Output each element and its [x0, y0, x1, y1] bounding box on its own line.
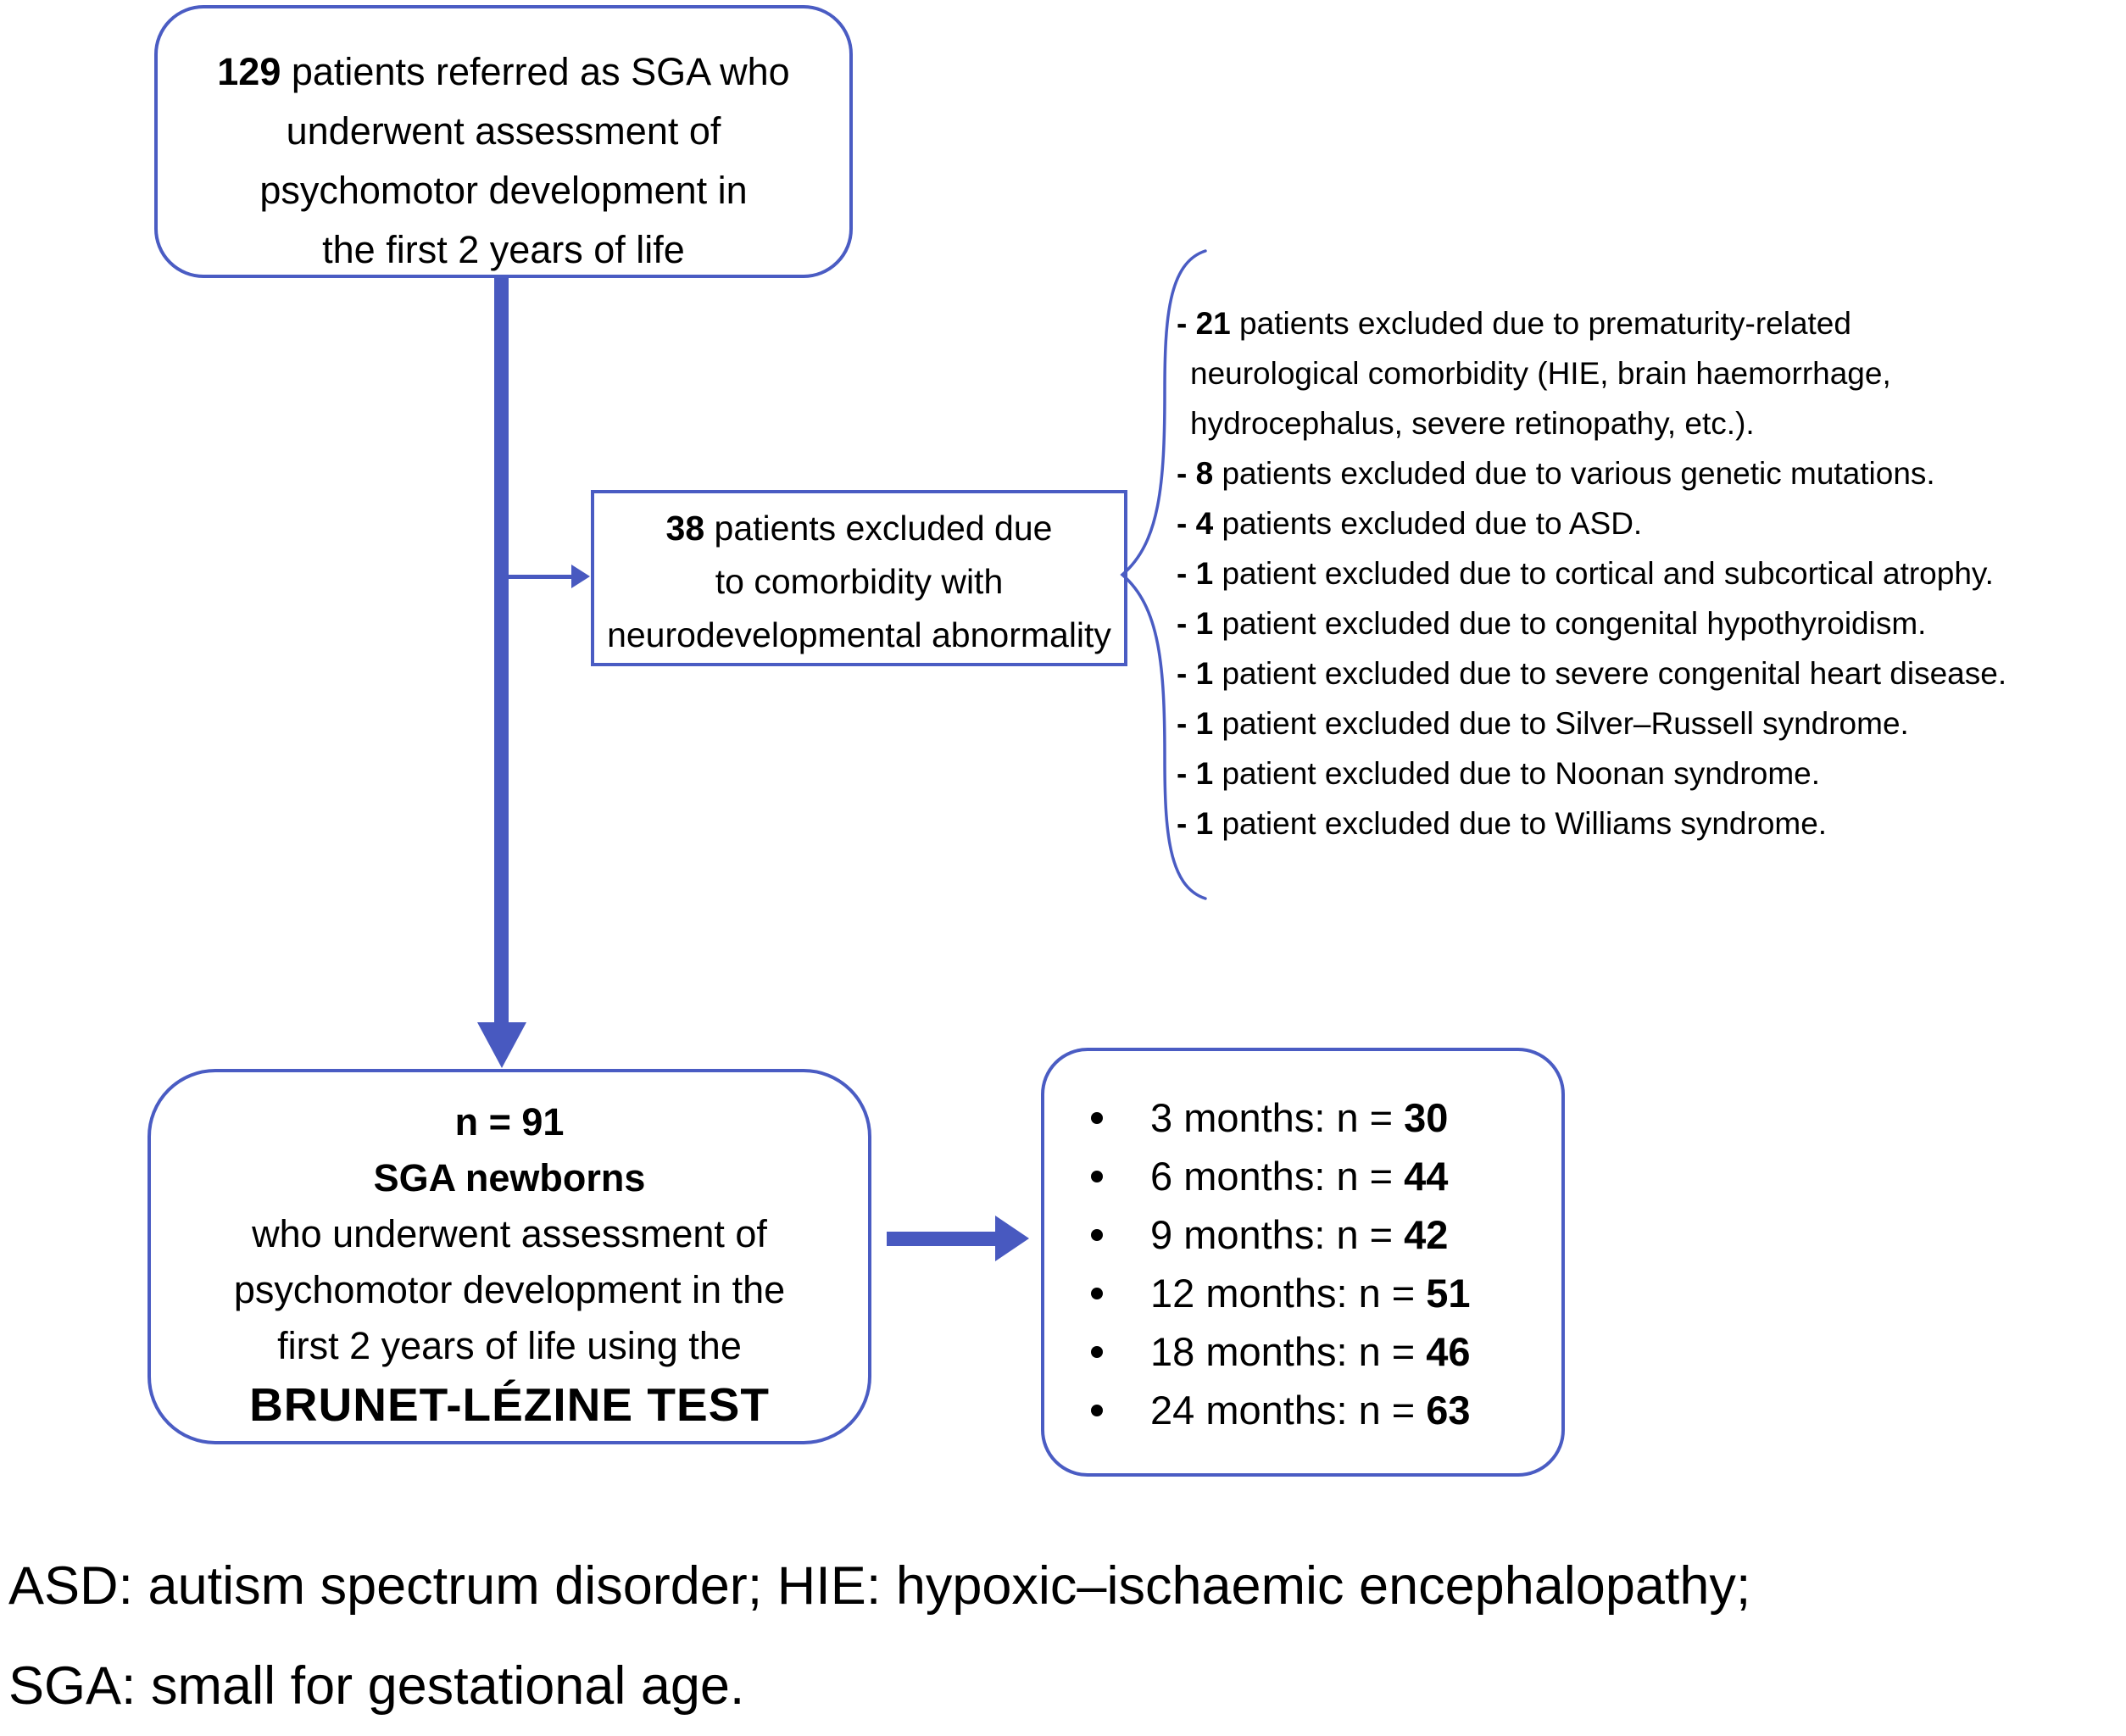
bullet-icon — [1091, 1345, 1103, 1358]
referred-line-2: underwent assessment of — [286, 109, 721, 153]
final-line-5: first 2 years of life using the — [277, 1324, 742, 1367]
final-n: n = 91 — [454, 1100, 565, 1143]
exclusion-line: - 1 patient excluded due to Noonan syndr… — [1177, 756, 1820, 791]
exclusion-line: - 4 patients excluded due to ASD. — [1177, 506, 1643, 541]
exclusion-line: - 1 patient excluded due to Williams syn… — [1177, 806, 1828, 841]
assessment-item: 6 months: n = 44 — [1091, 1147, 1561, 1205]
right-arrow-shaft — [887, 1232, 995, 1246]
box-referred-patients: 129 patients referred as SGA who underwe… — [154, 5, 853, 278]
branch-arrow-head — [571, 565, 590, 588]
exclusion-line: - 8 patients excluded due to various gen… — [1177, 456, 1935, 491]
final-cohort-label: SGA newborns — [373, 1156, 646, 1199]
curly-brace — [1120, 249, 1207, 900]
footnote-line-1: ASD: autism spectrum disorder; HIE: hypo… — [8, 1556, 1751, 1616]
final-line-3: who underwent assessment of — [252, 1212, 767, 1255]
assessment-item: 18 months: n = 46 — [1091, 1322, 1561, 1381]
bullet-icon — [1091, 1404, 1103, 1416]
excluded-count: 38 — [665, 509, 705, 548]
assessment-item: 9 months: n = 42 — [1091, 1205, 1561, 1264]
exclusion-line: neurological comorbidity (HIE, brain hae… — [1190, 356, 1891, 391]
box-excluded-patients: 38 patients excluded due to comorbidity … — [591, 490, 1127, 666]
referred-line-3: psychomotor development in — [259, 169, 748, 212]
bullet-icon — [1091, 1287, 1103, 1299]
referred-line-1: 129 patients referred as SGA who — [217, 50, 790, 93]
assessment-item: 3 months: n = 30 — [1091, 1088, 1561, 1147]
down-arrow-head — [477, 1022, 526, 1068]
excluded-line-3: neurodevelopmental abnormality — [607, 615, 1111, 654]
bullet-icon — [1091, 1170, 1103, 1182]
assessment-item: 24 months: n = 63 — [1091, 1381, 1561, 1439]
assessment-item: 12 months: n = 51 — [1091, 1264, 1561, 1322]
footnote-line-2: SGA: small for gestational age. — [8, 1656, 745, 1716]
bullet-icon — [1091, 1228, 1103, 1241]
referred-line-4: the first 2 years of life — [322, 228, 685, 271]
branch-arrow-shaft — [509, 575, 571, 579]
box-final-cohort: n = 91 SGA newborns who underwent assess… — [147, 1069, 871, 1444]
exclusion-line: hydrocephalus, severe retinopathy, etc.)… — [1190, 406, 1755, 441]
exclusion-line: - 1 patient excluded due to congenital h… — [1177, 606, 1927, 641]
right-arrow-head — [995, 1216, 1029, 1261]
abbreviations-footnote: ASD: autism spectrum disorder; HIE: hypo… — [8, 1536, 1750, 1736]
excluded-line-1: 38 patients excluded due — [665, 509, 1053, 548]
exclusion-line: - 21 patients excluded due to prematurit… — [1177, 306, 1851, 341]
exclusion-line: - 1 patient excluded due to cortical and… — [1177, 556, 1994, 591]
exclusion-line: - 1 patient excluded due to Silver–Russe… — [1177, 706, 1909, 741]
box-assessment-counts: 3 months: n = 30 6 months: n = 44 9 mont… — [1041, 1048, 1565, 1477]
down-arrow-shaft — [494, 278, 509, 1022]
excluded-line-2: to comorbidity with — [715, 562, 1004, 601]
final-line-4: psychomotor development in the — [233, 1268, 786, 1311]
bullet-icon — [1091, 1111, 1103, 1124]
exclusion-line: - 1 patient excluded due to severe conge… — [1177, 656, 2007, 691]
referred-count: 129 — [217, 50, 281, 93]
test-name: BRUNET-LÉZINE TEST — [249, 1378, 770, 1431]
exclusion-reason-list: - 21 patients excluded due to prematurit… — [1177, 298, 2126, 849]
